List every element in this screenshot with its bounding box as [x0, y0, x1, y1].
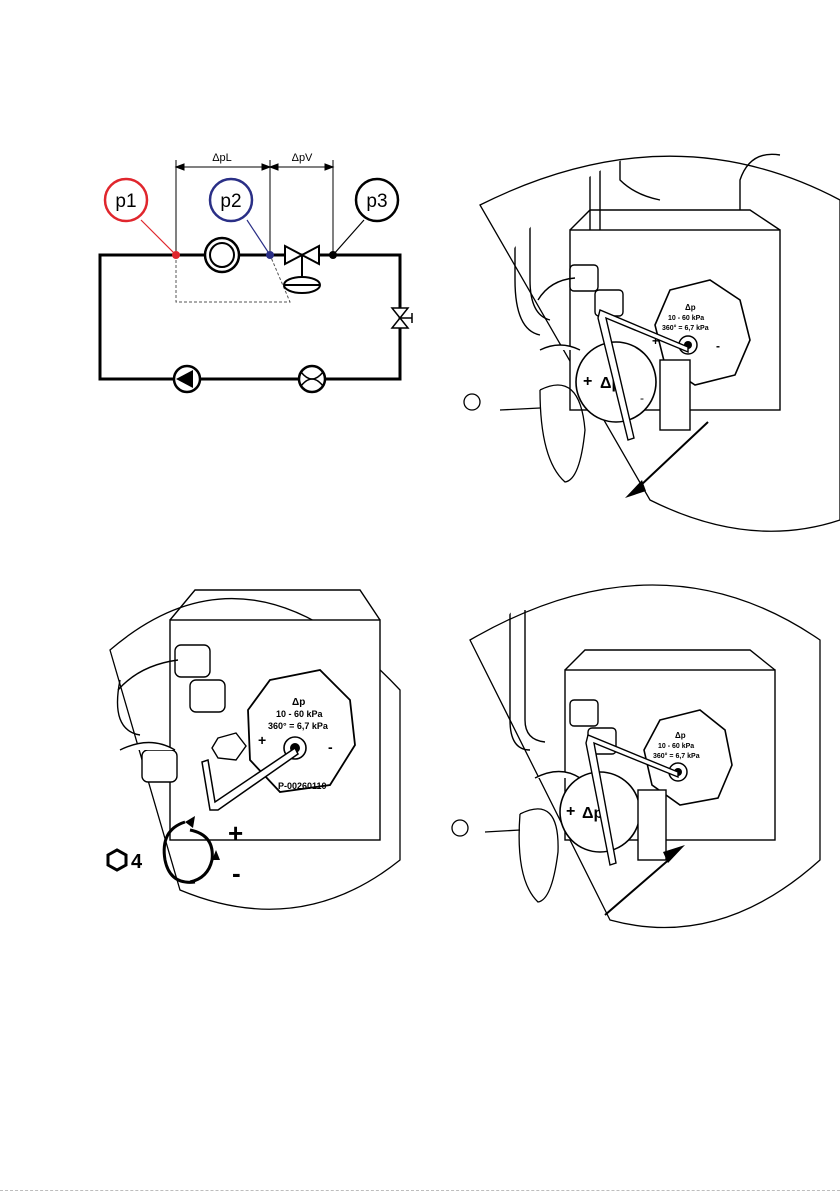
balancing-valve-symbol: [392, 308, 412, 328]
step-3-reinsert-key-illustration: Δp 10 - 60 kPa 360° = 6,7 kPa + Δp: [420, 560, 840, 940]
delta-pl-label: ΔpL: [212, 152, 232, 164]
hex-key-icon: [108, 850, 126, 870]
svg-text:Δp: Δp: [675, 731, 686, 740]
svg-text:+: +: [566, 803, 575, 820]
delta-pv-label: ΔpV: [292, 152, 313, 164]
adjust-minus: -: [232, 858, 241, 888]
key-ring: [464, 385, 585, 482]
pipe-loop: [100, 255, 400, 379]
consumer-symbol: [299, 366, 325, 392]
svg-text:+: +: [583, 373, 592, 390]
step-2-adjust-setpoint-illustration: Δp 10 - 60 kPa 360° = 6,7 kPa + - P-0026…: [0, 560, 420, 940]
svg-text:360° = 6,7 kPa: 360° = 6,7 kPa: [653, 752, 700, 760]
p1-point: [172, 251, 180, 259]
dimension-lines: [176, 160, 333, 255]
svg-text:-: -: [328, 739, 333, 755]
svg-text:360° = 6,7 kPa: 360° = 6,7 kPa: [662, 324, 709, 332]
flow-meter-symbol: [205, 238, 239, 272]
svg-text:10 - 60 kPa: 10 - 60 kPa: [276, 709, 324, 719]
svg-text:10 - 60 kPa: 10 - 60 kPa: [668, 315, 704, 322]
p2-point: [266, 251, 274, 259]
key-ring: [452, 809, 558, 902]
control-valve-symbol: [284, 246, 320, 293]
svg-text:+: +: [258, 732, 266, 748]
svg-text:360° = 6,7 kPa: 360° = 6,7 kPa: [268, 721, 329, 731]
svg-text:p3: p3: [366, 191, 387, 212]
svg-text:Δp: Δp: [685, 303, 696, 312]
svg-text:10 - 60 kPa: 10 - 60 kPa: [658, 743, 694, 750]
svg-text:p1: p1: [115, 191, 136, 212]
pressure-schematic: ΔpL ΔpV p1: [0, 0, 420, 520]
p3-badge: p3: [356, 179, 398, 221]
p1-badge: p1: [105, 179, 147, 221]
svg-text:-: -: [640, 391, 644, 405]
adjust-plus: +: [228, 818, 243, 848]
hex-size-label: 4: [131, 851, 143, 873]
p2-badge: p2: [210, 179, 252, 221]
step-1-insert-key-illustration: Δp 10 - 60 kPa 360° = 6,7 kPa + - + Δp -: [420, 140, 840, 520]
svg-text:p2: p2: [220, 191, 241, 212]
pump-symbol: [174, 366, 200, 392]
page-bottom-rule: [0, 1190, 840, 1191]
p3-point: [329, 251, 337, 259]
svg-text:Δp: Δp: [292, 697, 305, 708]
svg-text:-: -: [716, 339, 720, 353]
svg-text:P-00260110: P-00260110: [278, 781, 327, 791]
